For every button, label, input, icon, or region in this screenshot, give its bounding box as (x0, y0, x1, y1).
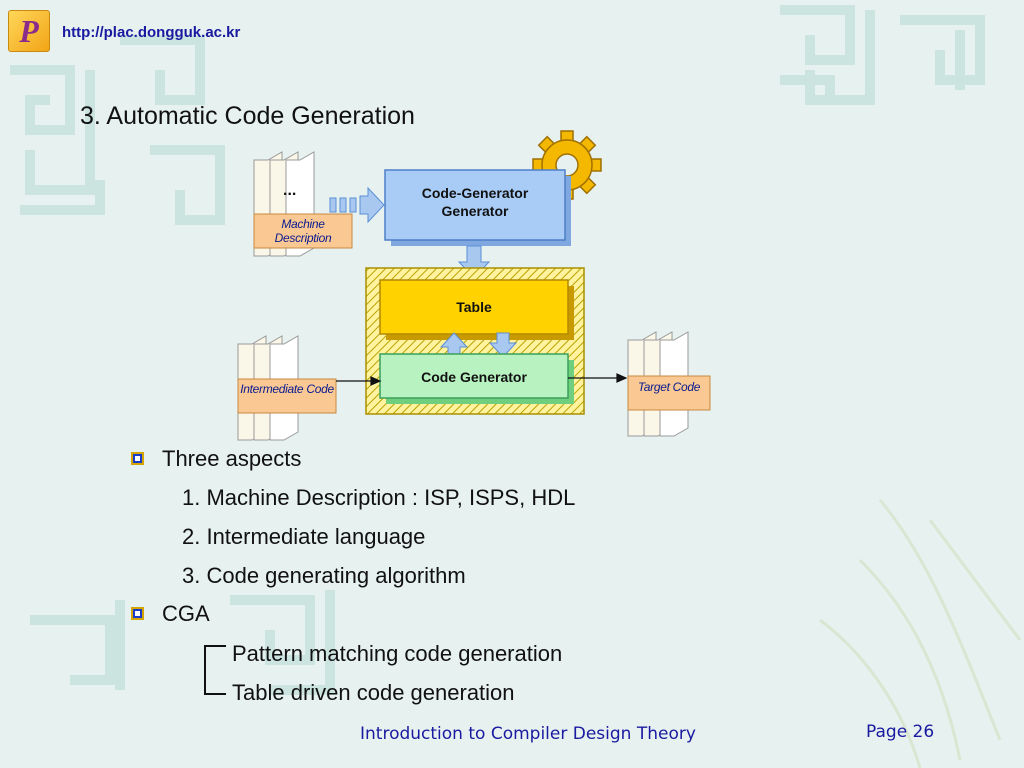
bullet-three-aspects: Three aspects (162, 446, 302, 471)
aspect-item: 3. Code generating algorithm (182, 563, 466, 588)
bullet-icon (131, 607, 144, 620)
down-arrow-small (488, 332, 518, 358)
machine-description-label-box (253, 213, 353, 249)
slide-title: 3. Automatic Code Generation (80, 102, 415, 130)
intermediate-code-label-box (237, 378, 337, 414)
cga-bracket (204, 645, 226, 695)
site-url[interactable]: http://plac.dongguk.ac.kr (62, 24, 241, 41)
page-number: Page 26 (866, 722, 935, 742)
ellipsis-mark: ... (283, 182, 297, 199)
logo: P (8, 10, 50, 52)
bullet-icon (131, 452, 144, 465)
intermediate-code-label: Intermediate Code (240, 382, 334, 396)
footer-course-title: Introduction to Compiler Design Theory (360, 724, 696, 744)
cgg-box (384, 169, 566, 241)
target-code-label: Target Code (637, 380, 701, 394)
bullet-cga: CGA (162, 601, 210, 626)
cga-item: Table driven code generation (232, 680, 515, 705)
intermediate-code-documents (237, 335, 299, 441)
input-arrow (329, 186, 385, 224)
target-code-label-box (627, 375, 711, 411)
cgg-label: Code-Generator Generator (421, 185, 529, 219)
cga-item: Pattern matching code generation (232, 641, 563, 666)
code-generator-box (379, 353, 569, 399)
code-generator-label: Code Generator (421, 369, 527, 385)
machine-description-label: Machine Description (274, 217, 332, 245)
table-box (379, 279, 569, 335)
table-label: Table (456, 299, 492, 315)
flow-arrows (336, 373, 628, 386)
aspect-item: 1. Machine Description : ISP, ISPS, HDL (182, 485, 576, 510)
aspect-item: 2. Intermediate language (182, 524, 426, 549)
